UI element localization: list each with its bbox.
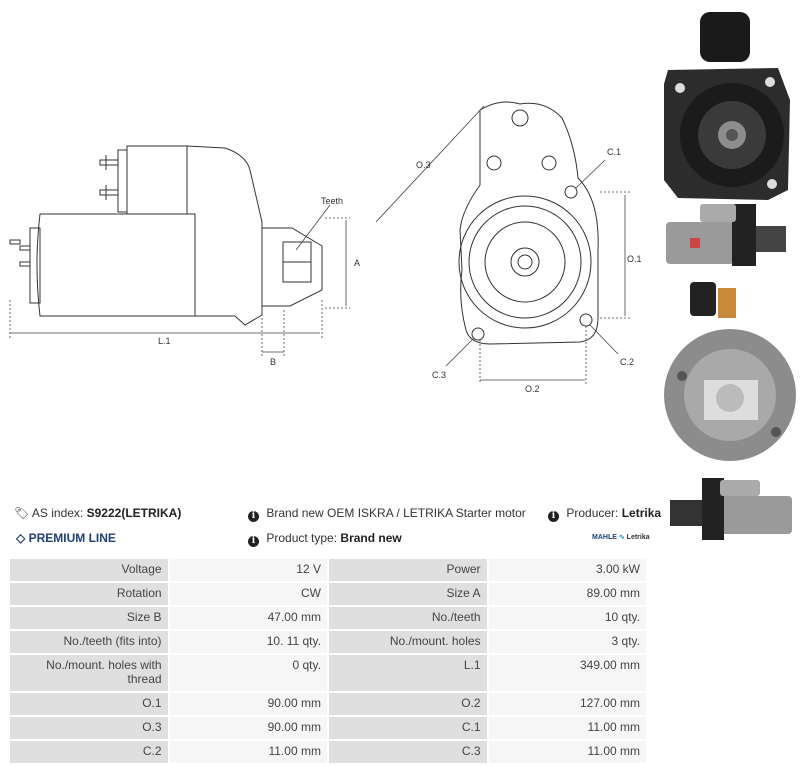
- table-row: Voltage 12 V Power 3.00 kW: [8, 557, 649, 583]
- label-o1: O.1: [627, 254, 642, 264]
- spec-table: Voltage 12 V Power 3.00 kW Rotation CW S…: [8, 557, 649, 765]
- mount-hole-c1: [564, 185, 578, 199]
- label-c3: C.3: [432, 370, 446, 380]
- label-c1: C.1: [607, 147, 621, 157]
- solenoid-outline: [126, 145, 188, 215]
- label-o3: O.3: [416, 160, 431, 170]
- photo-side-view-2: [670, 478, 792, 540]
- label-o2: O.2: [525, 384, 540, 394]
- as-index-label: AS index:: [31, 506, 84, 520]
- photo-rear-view: [664, 282, 796, 461]
- as-index-value: S9222(LETRIKA): [86, 506, 182, 520]
- label-b: B: [270, 357, 276, 367]
- producer-value: Letrika: [621, 506, 662, 520]
- diamond-icon: ◇: [16, 531, 26, 545]
- info-icon: i: [248, 536, 259, 547]
- drive-housing-outline: [186, 145, 263, 326]
- table-row: Size B 47.00 mm No./teeth 10 qty.: [8, 605, 649, 631]
- solenoid-terminal: [99, 159, 119, 166]
- motor-endcap: [29, 227, 41, 304]
- flange-face: [458, 195, 592, 329]
- photo-front-view: [664, 12, 790, 200]
- premium-line-badge: PREMIUM LINE: [28, 531, 116, 545]
- motor-body-outline: [36, 213, 196, 317]
- pinion-outline: [262, 227, 323, 307]
- product-type-label: Product type:: [266, 531, 338, 545]
- terminal-post: [19, 261, 31, 267]
- info-icon: i: [248, 511, 259, 522]
- product-info: 🏷︎ AS index: S9222(LETRIKA) i Brand new …: [14, 500, 661, 550]
- table-row: Rotation CW Size A 89.00 mm: [8, 581, 649, 607]
- tag-icon: 🏷︎: [14, 506, 30, 520]
- photo-side-view: [666, 204, 786, 266]
- producer-label: Producer:: [566, 506, 619, 520]
- mount-hole-c2: [579, 313, 593, 327]
- table-row: C.2 11.00 mm C.3 11.00 mm: [8, 739, 649, 765]
- product-photos: [664, 12, 796, 540]
- label-teeth: Teeth: [321, 196, 343, 206]
- table-row: O.3 90.00 mm C.1 11.00 mm: [8, 715, 649, 741]
- brand-logo: MAHLE ∿ Letrika: [592, 534, 650, 541]
- terminal-post: [9, 239, 21, 245]
- label-a: A: [354, 258, 360, 268]
- table-row: No./mount. holes with thread 0 qty. L.1 …: [8, 653, 649, 693]
- flange-outline: [459, 101, 599, 345]
- solenoid-terminal: [99, 189, 119, 196]
- info-icon: i: [548, 511, 559, 522]
- solenoid-cap: [117, 149, 128, 213]
- label-l1: L.1: [158, 336, 171, 346]
- product-description: Brand new OEM ISKRA / LETRIKA Starter mo…: [266, 506, 526, 520]
- label-c2: C.2: [620, 357, 634, 367]
- table-row: O.1 90.00 mm O.2 127.00 mm: [8, 691, 649, 717]
- terminal-post: [19, 245, 31, 251]
- mount-hole-c3: [471, 327, 485, 341]
- technical-drawing: Teeth A L.1 B O.3 C.1 O.1 C.2 C.3 O.2: [9, 101, 642, 394]
- product-type-value: Brand new: [340, 531, 402, 545]
- table-row: No./teeth (fits into) 10. 11 qty. No./mo…: [8, 629, 649, 655]
